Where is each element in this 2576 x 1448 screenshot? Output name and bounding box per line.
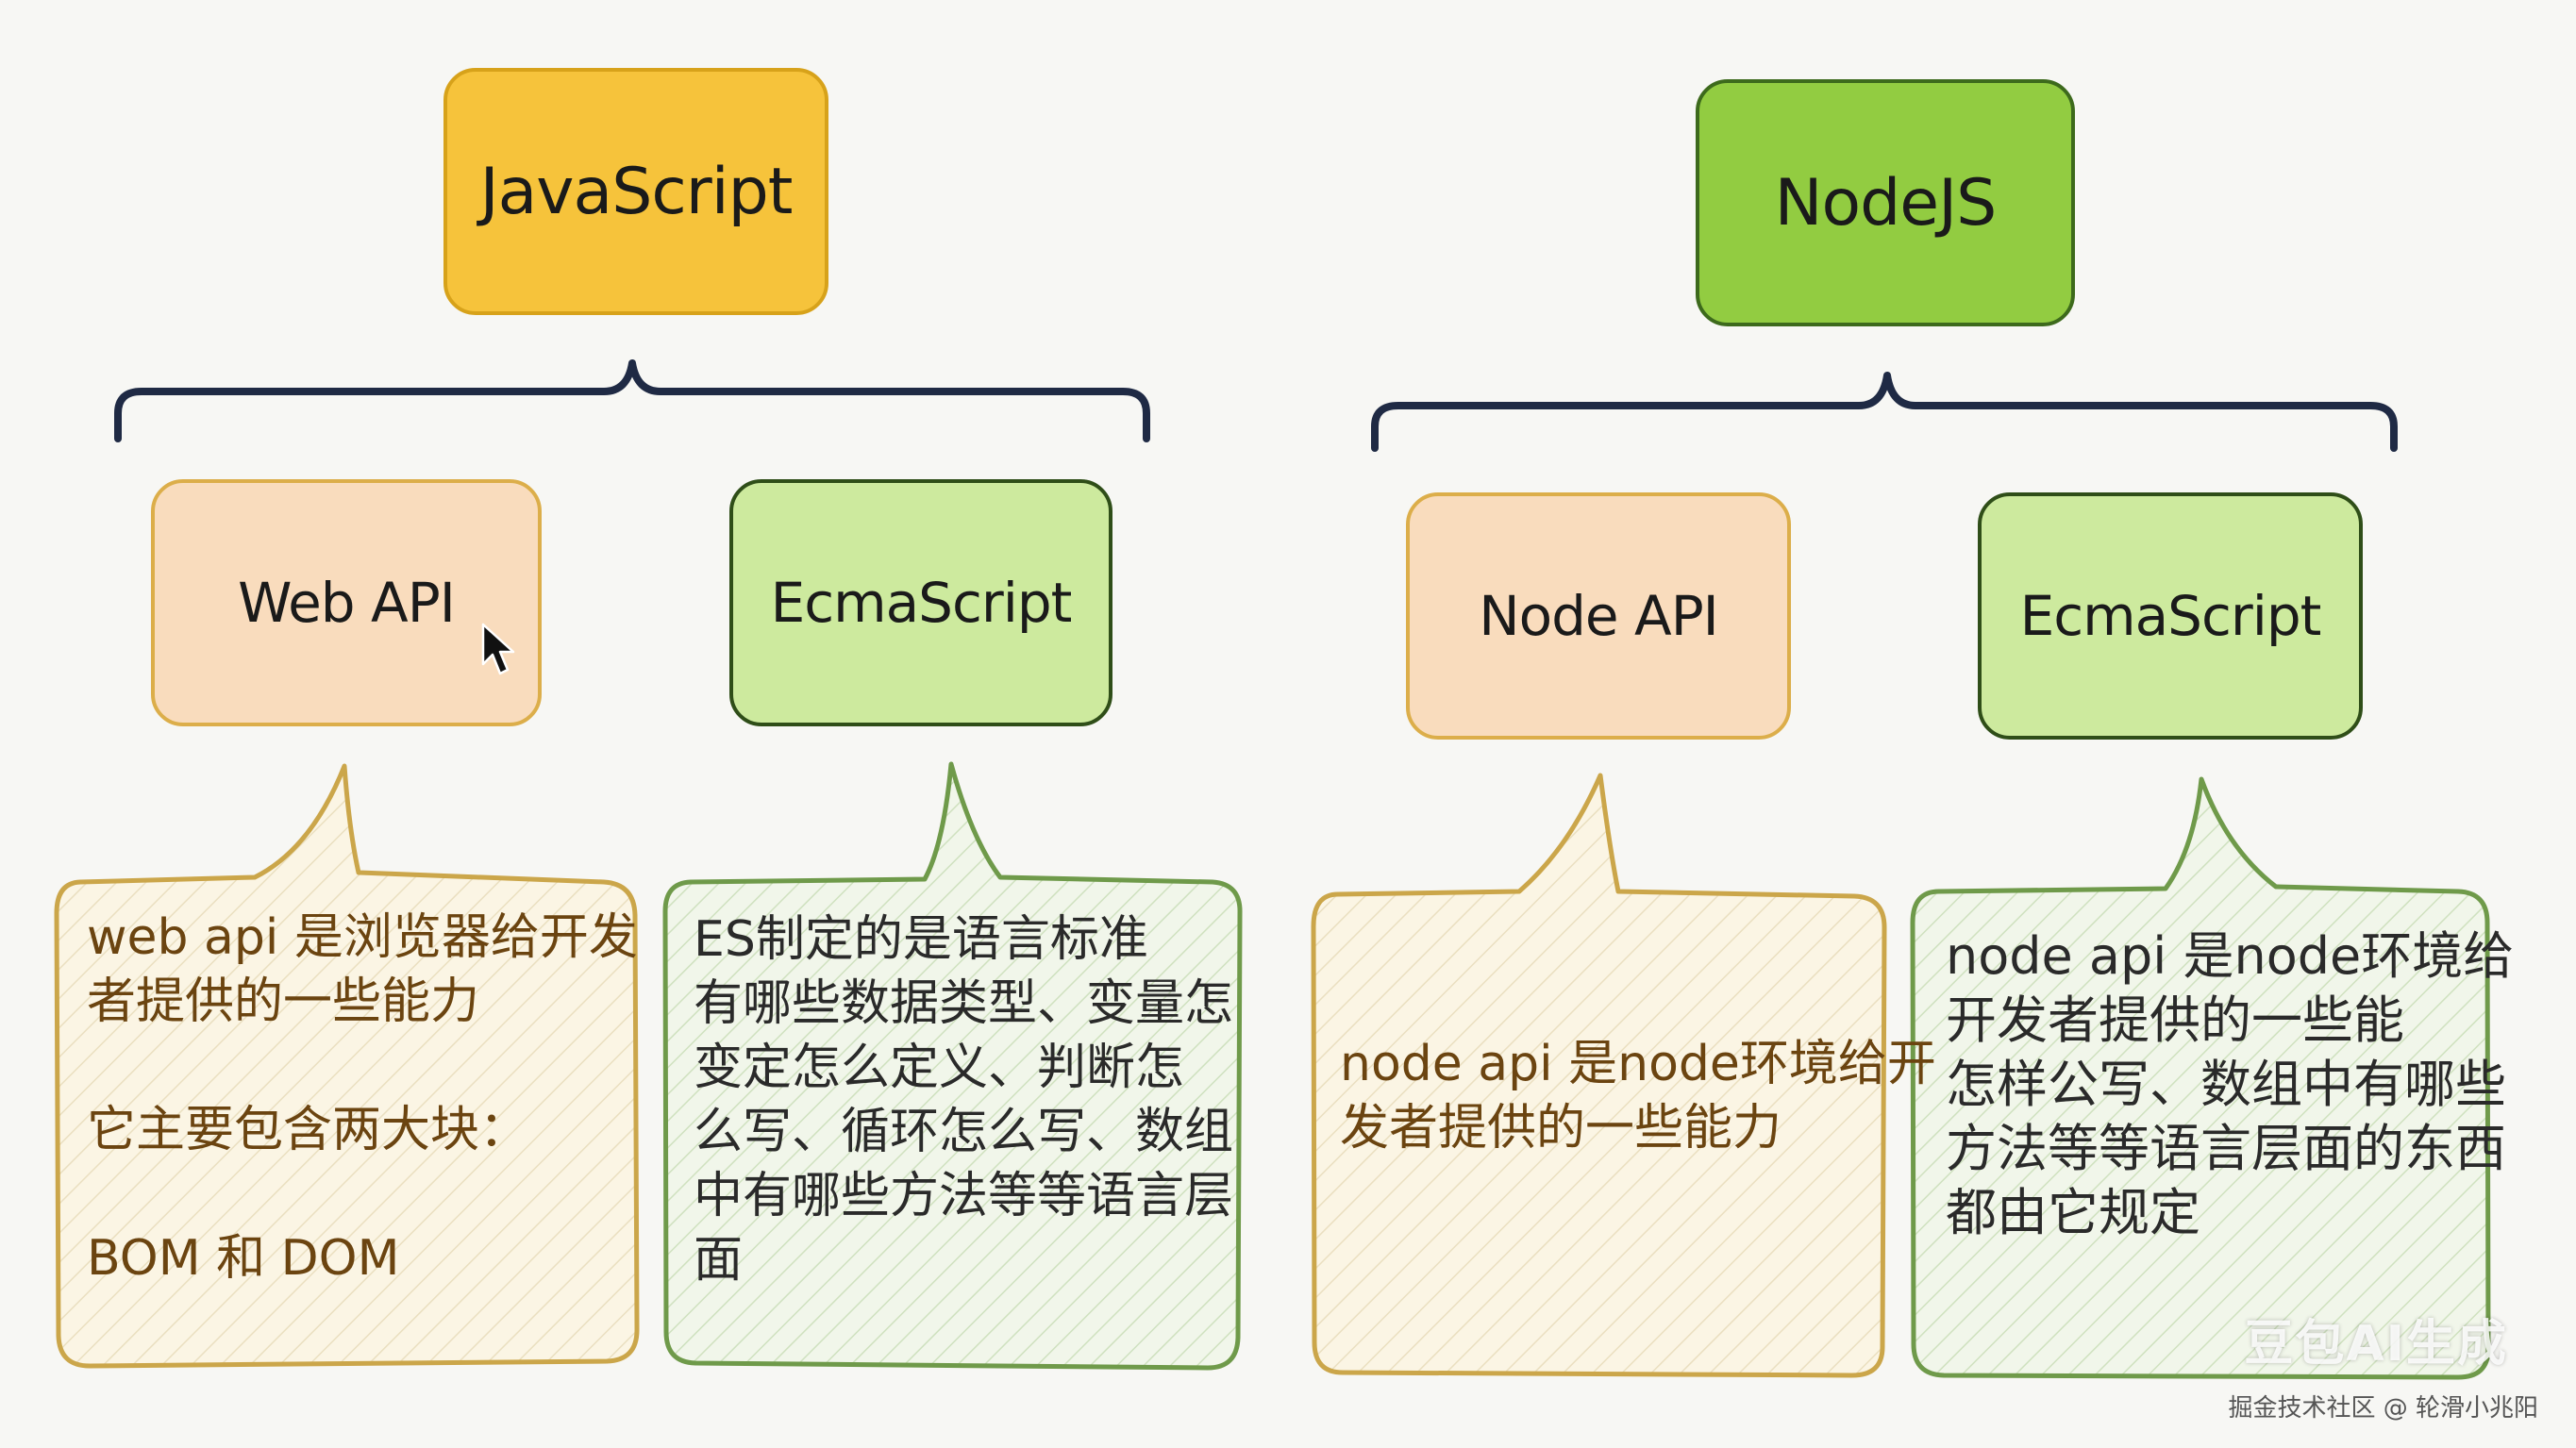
- note-line: [87, 1034, 615, 1098]
- note-line: 者提供的一些能力: [87, 974, 480, 1030]
- callout-bubble-ecmascript-left: [662, 761, 1243, 1371]
- ecmascript-left-note: ES制定的是语言标准 有哪些数据类型、变量怎 变定怎么定义、判断怎 么写、循环怎…: [694, 907, 1234, 1292]
- note-line: ES制定的是语言标准: [694, 911, 1148, 968]
- web-api-label: Web API: [238, 571, 456, 635]
- node-api-label: Node API: [1479, 584, 1719, 648]
- javascript-label: JavaScript: [479, 154, 794, 229]
- note-line: 发者提供的一些能力: [1340, 1100, 1782, 1157]
- note-line: node api 是node环境给开: [1340, 1036, 1936, 1092]
- callout-bubble-ecmascript-right: [1910, 776, 2491, 1380]
- nodejs-node: NodeJS: [1696, 79, 2075, 326]
- note-line: BOM 和 DOM: [87, 1230, 400, 1287]
- right-brace: [1371, 372, 2398, 452]
- left-brace: [114, 359, 1150, 442]
- ecmascript-left-label: EcmaScript: [770, 571, 1073, 635]
- note-line: 开发者提供的一些能: [1946, 990, 2404, 1050]
- web-api-note: web api 是浏览器给开发 者提供的一些能力 它主要包含两大块： BOM 和…: [87, 906, 638, 1290]
- mouse-pointer-icon: [481, 623, 515, 675]
- node-api-node: Node API: [1406, 492, 1791, 740]
- note-line: 方法等等语言层面的东西: [1946, 1119, 2506, 1178]
- note-line: [87, 1162, 615, 1226]
- note-line: 怎样公写、数组中有哪些: [1946, 1055, 2506, 1114]
- callout-bubble-web-api: [54, 763, 640, 1369]
- watermark: 豆包AI生成: [2244, 1316, 2508, 1373]
- credit-text: 掘金技术社区 @ 轮滑小兆阳: [2228, 1394, 2538, 1423]
- note-line: 中有哪些方法等等语言层: [694, 1168, 1234, 1224]
- note-line: 都由它规定: [1946, 1183, 2200, 1242]
- note-line: 面: [694, 1232, 744, 1289]
- ecmascript-node-left: EcmaScript: [729, 479, 1112, 726]
- note-line: web api 是浏览器给开发: [87, 909, 638, 966]
- note-line: 变定怎么定义、判断怎: [694, 1040, 1185, 1096]
- javascript-node: JavaScript: [443, 68, 828, 315]
- ecmascript-node-right: EcmaScript: [1978, 492, 2363, 740]
- nodejs-label: NodeJS: [1774, 165, 1998, 241]
- note-line: 有哪些数据类型、变量怎: [694, 975, 1234, 1032]
- note-line: 么写、循环怎么写、数组: [694, 1104, 1234, 1160]
- callout-bubble-node-api: [1311, 773, 1887, 1378]
- note-line: 它主要包含两大块：: [87, 1102, 529, 1158]
- node-api-note: node api 是node环境给开 发者提供的一些能力: [1340, 1032, 1936, 1160]
- ecmascript-right-note: node api 是node环境给 开发者提供的一些能 怎样公写、数组中有哪些 …: [1946, 924, 2515, 1245]
- ecmascript-right-label: EcmaScript: [2019, 584, 2322, 648]
- web-api-node: Web API: [151, 479, 542, 726]
- note-line: node api 是node环境给: [1946, 926, 2515, 986]
